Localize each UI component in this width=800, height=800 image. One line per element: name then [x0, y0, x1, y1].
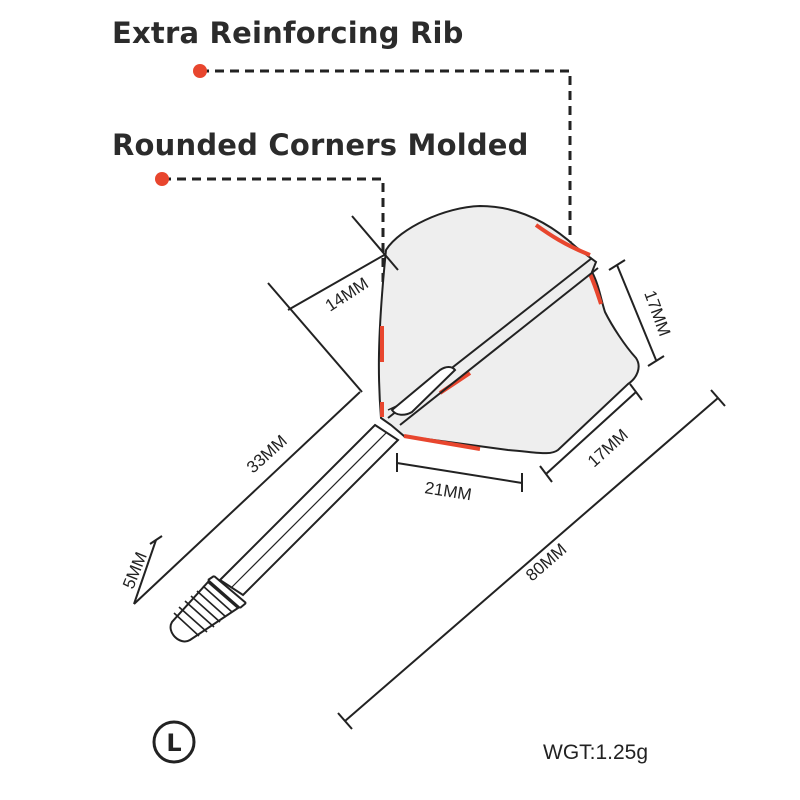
callout-corners-dot [155, 172, 169, 186]
size-badge: L [152, 720, 196, 764]
dim-shaft-length-label: 33MM [243, 431, 291, 477]
rib-accent-top [534, 223, 591, 257]
dim-flight-length-label: 21MM [423, 478, 473, 504]
threaded-tip [169, 580, 240, 643]
flight-wing [377, 204, 640, 455]
dim-thread: 5MM [119, 535, 163, 605]
corner-accent-bottom [403, 434, 481, 451]
size-badge-letter: L [166, 729, 181, 757]
rib-accent-right [588, 273, 603, 305]
dim-wing-width-label: 14MM [322, 274, 372, 316]
label-extra-reinforcing-rib: Extra Reinforcing Rib [112, 16, 464, 50]
shaft [169, 423, 400, 643]
callout-rib-dot [193, 64, 207, 78]
weight-label: WGT:1.25g [543, 741, 649, 764]
dim-flight-length: 21MM [396, 453, 523, 504]
callout-rib [193, 64, 572, 250]
label-rounded-corners-molded: Rounded Corners Molded [112, 128, 529, 162]
dim-wing-height-label: 17MM [640, 288, 674, 339]
